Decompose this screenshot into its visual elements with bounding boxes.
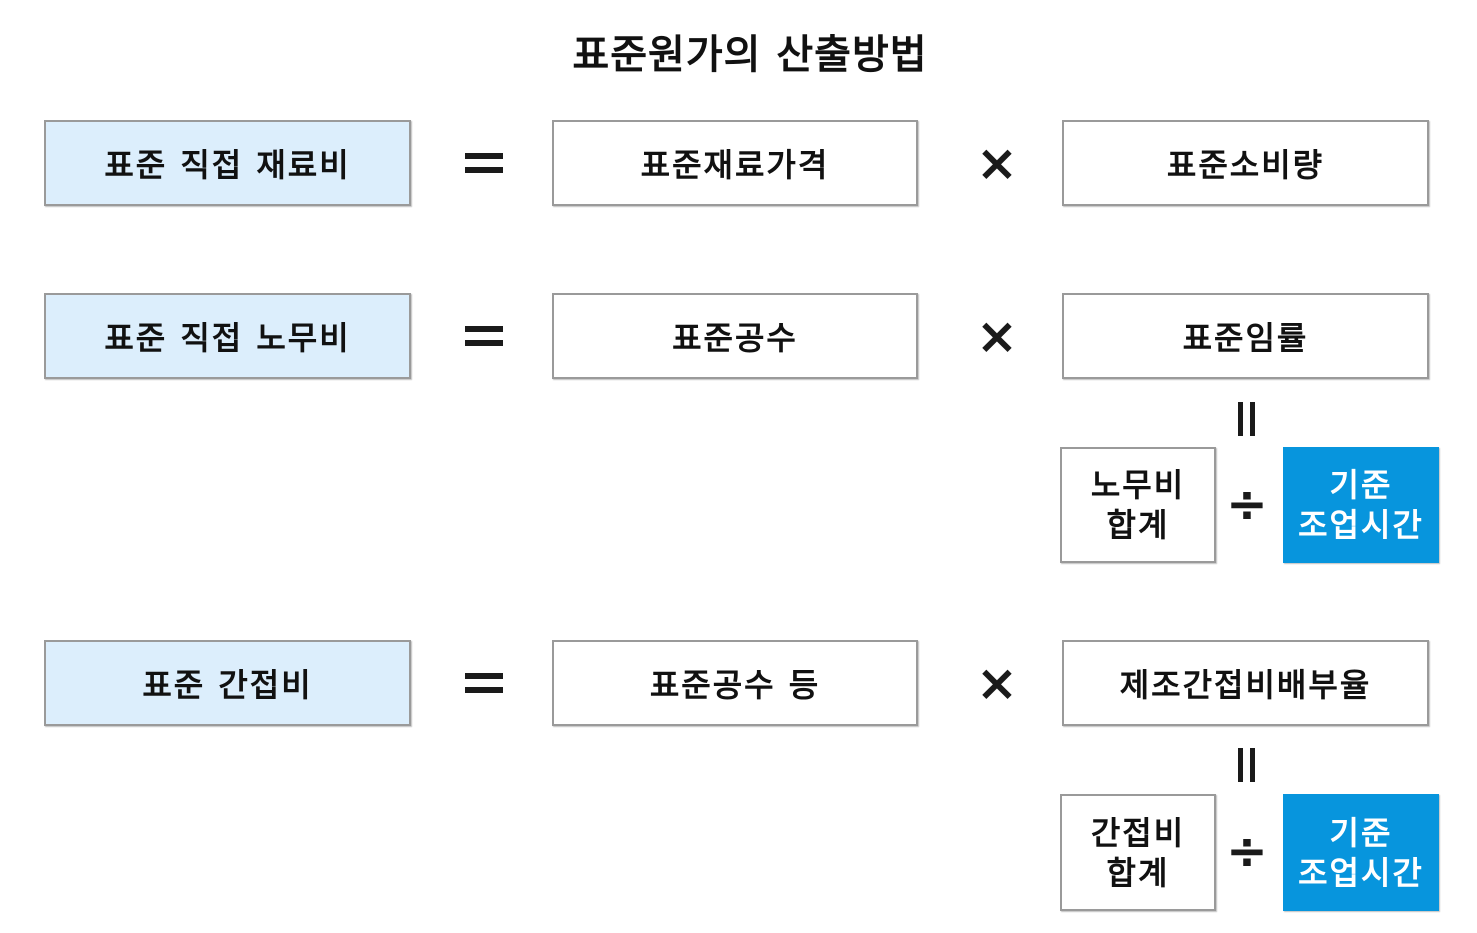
box-label: 표준임률 — [1182, 319, 1309, 357]
box-label: 표준소비량 — [1166, 146, 1325, 184]
box-label: 표준공수 — [672, 319, 798, 357]
total-overhead-cost-box: 간접비 합계 — [1060, 794, 1216, 911]
box-label-line2: 합계 — [1106, 853, 1170, 892]
box-label-line1: 기준 — [1329, 466, 1393, 504]
box-label-line2: 조업시간 — [1298, 506, 1424, 544]
diagram-title: 표준원가의 산출방법 — [572, 32, 928, 78]
box-label-line2: 합계 — [1106, 506, 1170, 544]
vertical-equals-sign — [1236, 402, 1258, 436]
standard-overhead-cost-box: 표준 간접비 — [44, 640, 411, 726]
vertical-equals-sign — [1236, 748, 1258, 782]
standard-operating-hours-box: 기준 조업시간 — [1283, 794, 1439, 911]
box-label-line2: 조업시간 — [1298, 853, 1424, 892]
box-label-line1: 간접비 — [1090, 813, 1186, 852]
divide-sign: ÷ — [1226, 822, 1268, 880]
divide-sign: ÷ — [1226, 475, 1268, 533]
equals-sign — [465, 668, 503, 698]
box-label: 표준 직접 재료비 — [104, 146, 351, 184]
multiply-sign: × — [976, 307, 1018, 365]
box-label: 표준 직접 노무비 — [104, 319, 351, 357]
standard-direct-labor-cost-box: 표준 직접 노무비 — [44, 293, 411, 379]
standard-wage-rate-box: 표준임률 — [1062, 293, 1429, 379]
multiply-sign: × — [976, 134, 1018, 192]
equals-sign — [465, 321, 503, 351]
standard-material-price-box: 표준재료가격 — [552, 120, 918, 206]
equals-sign — [465, 148, 503, 178]
standard-hours-box: 표준공수 — [552, 293, 918, 379]
box-label-line1: 노무비 — [1090, 466, 1186, 504]
multiply-sign: × — [976, 654, 1018, 712]
box-label-line1: 기준 — [1329, 813, 1393, 852]
box-label: 표준공수 등 — [649, 666, 821, 704]
overhead-allocation-rate-box: 제조간접비배부율 — [1062, 640, 1429, 726]
box-label: 표준재료가격 — [640, 146, 830, 184]
standard-consumption-box: 표준소비량 — [1062, 120, 1429, 206]
standard-operating-hours-box: 기준 조업시간 — [1283, 447, 1439, 563]
total-labor-cost-box: 노무비 합계 — [1060, 447, 1216, 563]
standard-direct-material-cost-box: 표준 직접 재료비 — [44, 120, 411, 206]
standard-hours-etc-box: 표준공수 등 — [552, 640, 918, 726]
box-label: 제조간접비배부율 — [1119, 666, 1372, 704]
box-label: 표준 간접비 — [142, 666, 313, 704]
